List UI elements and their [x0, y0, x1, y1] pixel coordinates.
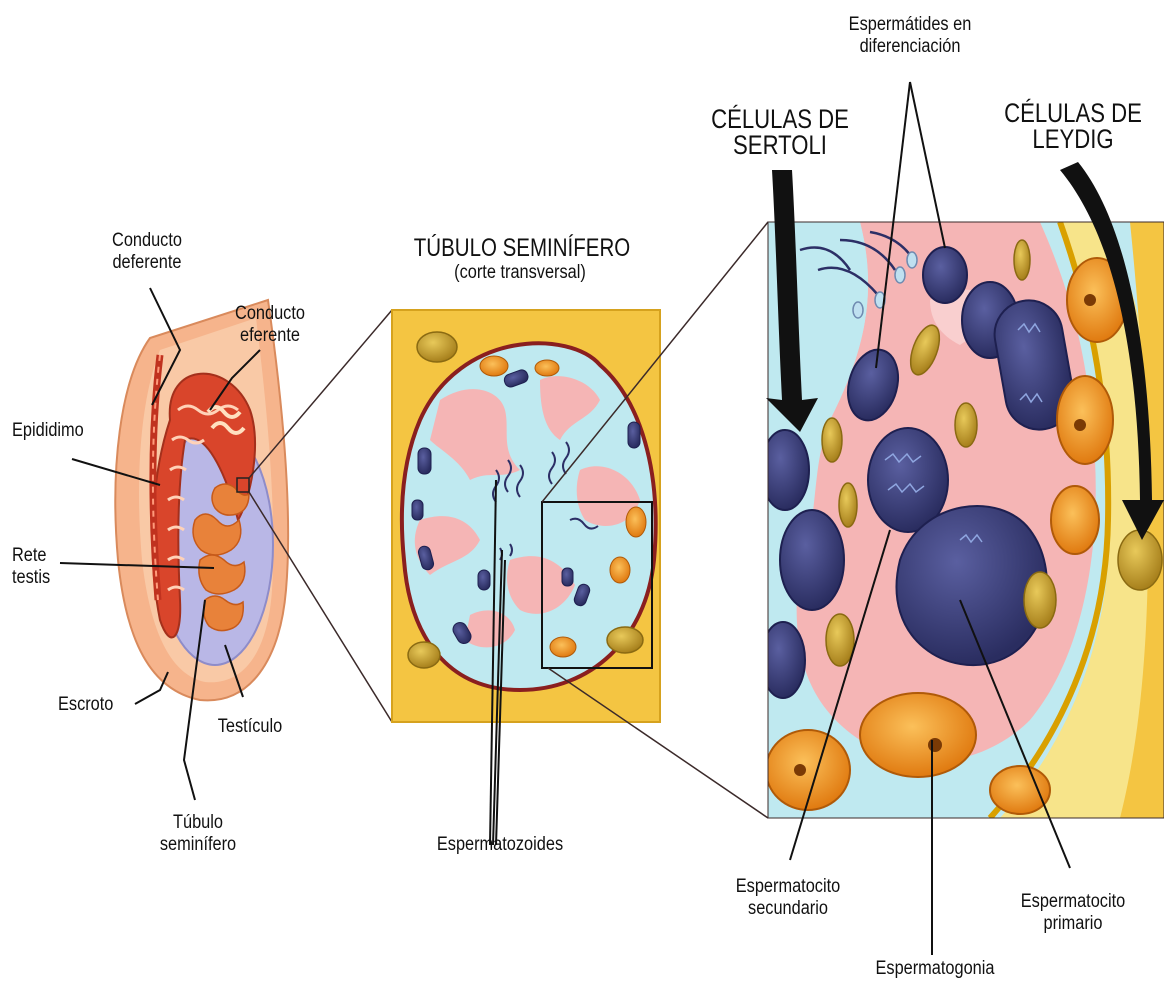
label-celulas-leydig: CÉLULAS DE LEYDIG — [999, 100, 1147, 152]
label-epididimo: Epididimo — [12, 420, 107, 442]
label-espermatocito-primario: Espermatocito primario — [1004, 891, 1142, 935]
label-espermatogonia: Espermatogonia — [858, 958, 1013, 980]
label-escroto: Escroto — [58, 694, 135, 716]
detail-view — [761, 222, 1164, 818]
label-tubulo-seminifero: Túbulo seminífero — [146, 812, 249, 856]
label-celulas-sertoli: CÉLULAS DE SERTOLI — [706, 106, 854, 158]
testis-illustration — [115, 300, 288, 700]
label-conducto-eferente: Conducto eferente — [223, 303, 318, 347]
label-conducto-deferente: Conducto deferente — [100, 230, 195, 274]
label-espermatocito-secundario: Espermatocito secundario — [719, 876, 857, 920]
label-rete-testis: Rete testis — [12, 545, 72, 589]
tubule-subtitle: (corte transversal) — [417, 262, 623, 284]
label-espermatozoides: Espermatozoides — [414, 834, 586, 856]
tubule-cross-section — [392, 310, 660, 722]
label-testiculo: Testículo — [203, 716, 298, 738]
tubule-title: TÚBULO SEMINÍFERO — [406, 236, 639, 261]
label-espermatides: Espermátides en diferenciación — [833, 14, 988, 58]
